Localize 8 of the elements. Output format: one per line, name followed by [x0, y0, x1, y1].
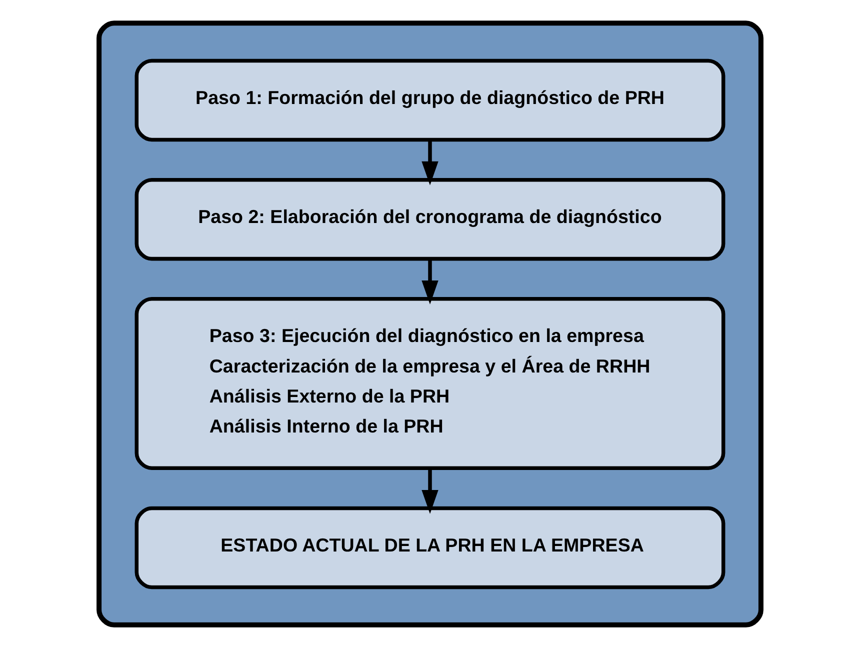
arrow	[421, 140, 438, 186]
cluster	[96, 20, 763, 628]
node-box: ESTADO ACTUAL DE LA PRH EN LA EMPRESA	[134, 506, 725, 590]
arrow	[421, 468, 438, 514]
node-box: Paso 2: Elaboración del cronograma de diagnóstico	[134, 178, 725, 261]
arrow	[421, 258, 438, 304]
node-box: Paso 1: Formación del grupo de diagnóstico de PRH	[134, 58, 725, 142]
node-box: Paso 3: Ejecución del diagnóstico en la empresa Caracterización de la empresa y el Área de RRHH Análisis Externo de la PRH Análisis Interno de la PRH	[134, 297, 725, 470]
